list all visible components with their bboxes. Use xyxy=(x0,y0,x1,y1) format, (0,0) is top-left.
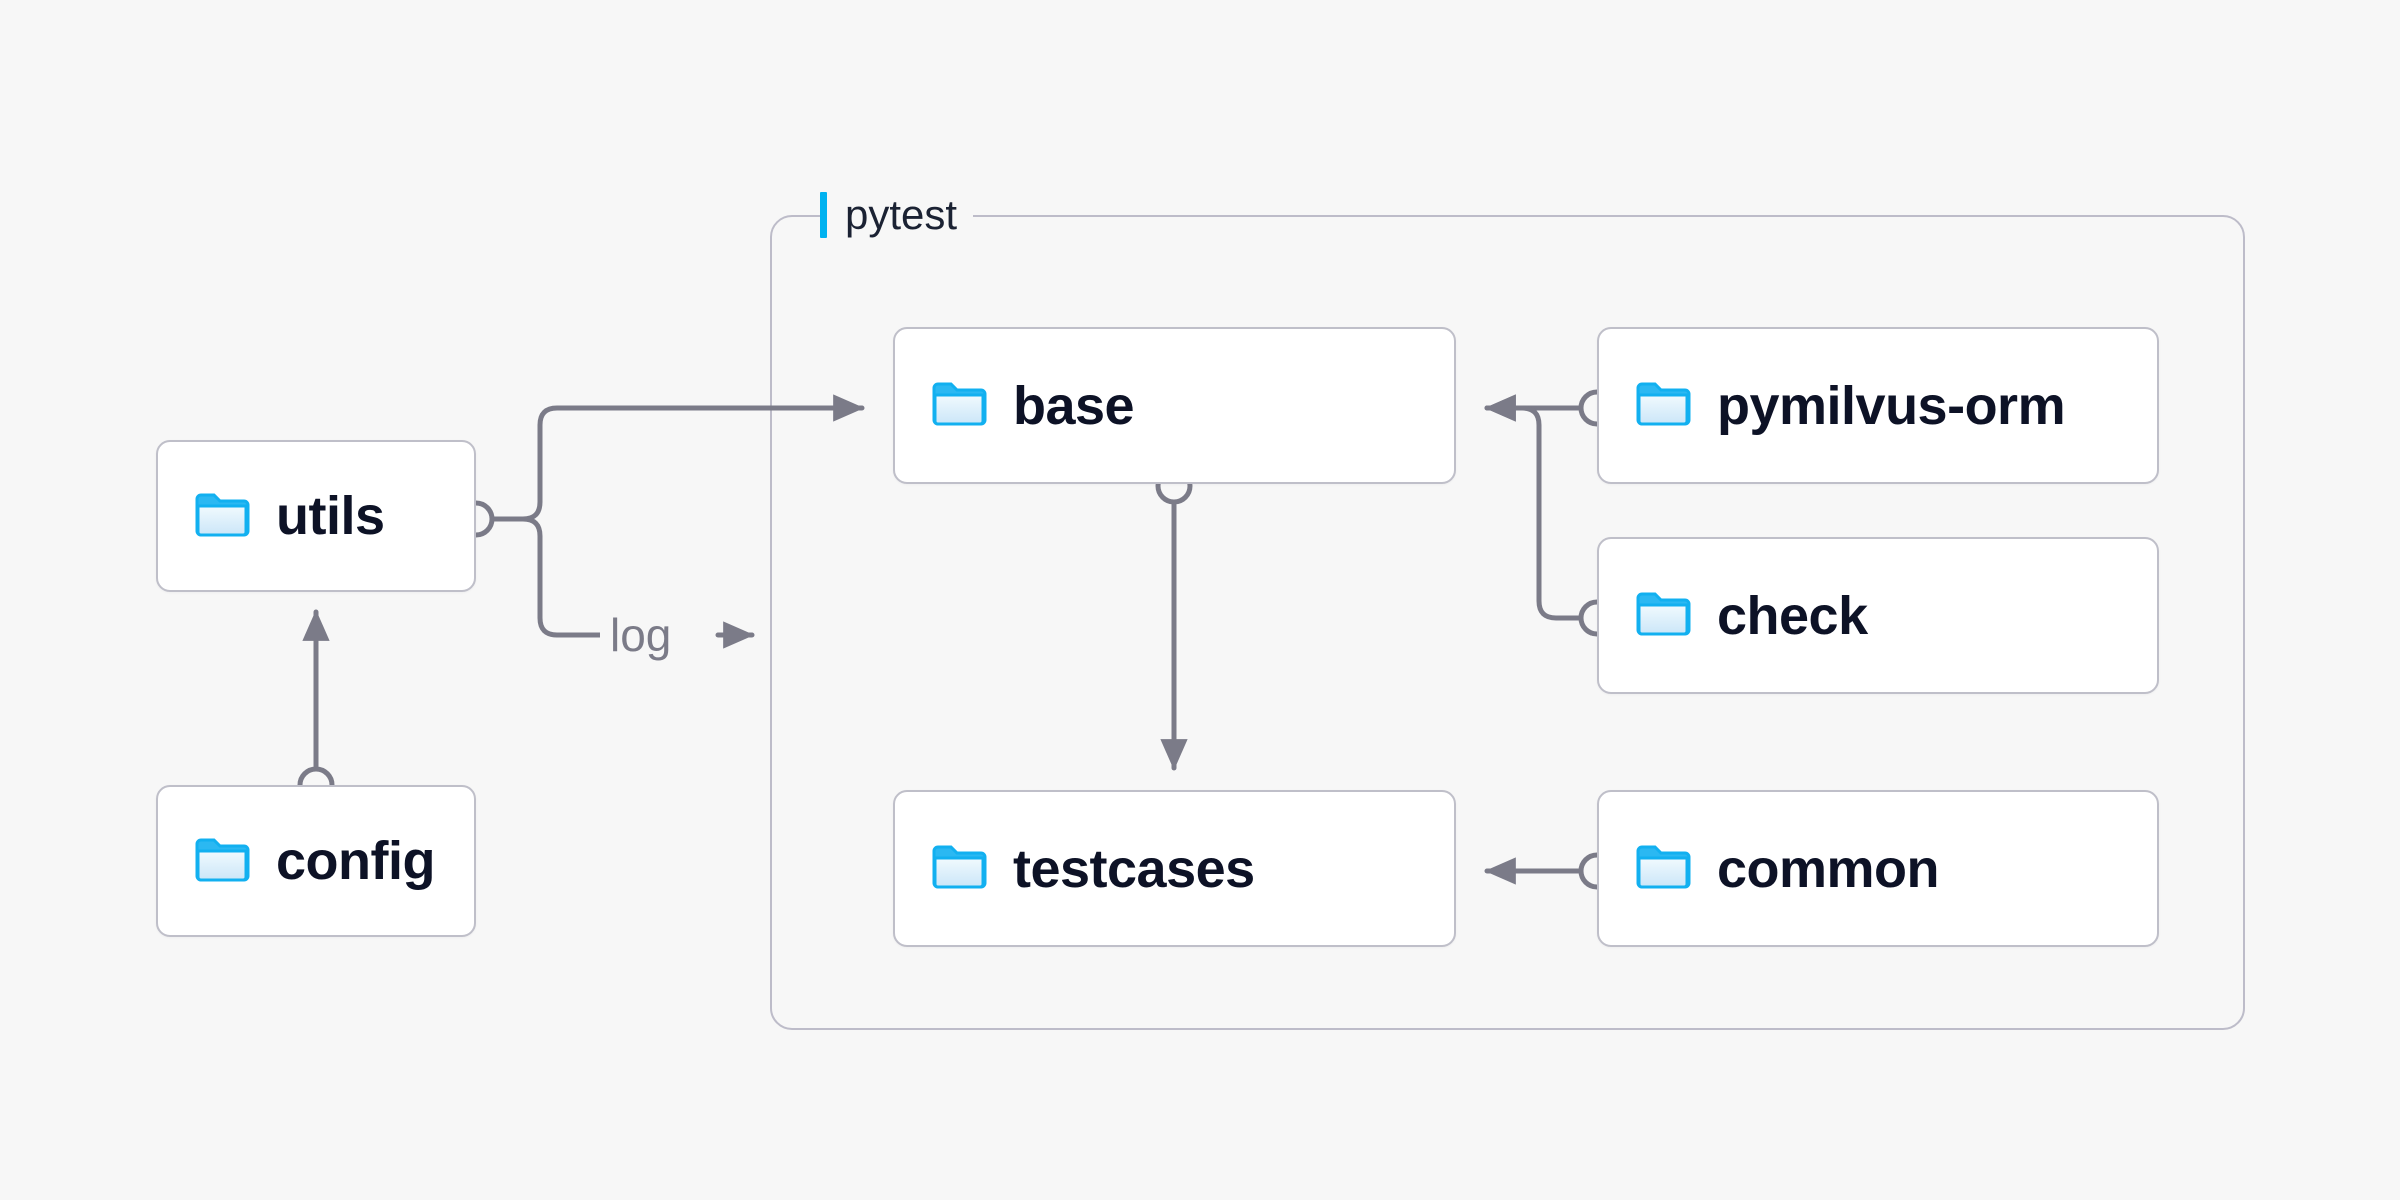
folder-icon xyxy=(194,835,250,888)
group-title: pytest xyxy=(845,191,958,238)
folder-icon xyxy=(1635,379,1691,432)
node-testcases[interactable]: testcases xyxy=(893,790,1456,947)
node-pymilvus-orm[interactable]: pymilvus-orm xyxy=(1597,327,2159,484)
node-label: pymilvus-orm xyxy=(1717,375,2066,436)
node-label: check xyxy=(1717,585,1868,646)
folder-icon xyxy=(931,842,987,895)
folder-icon xyxy=(194,490,250,543)
node-base[interactable]: base xyxy=(893,327,1456,484)
node-label: base xyxy=(1013,375,1135,436)
node-check[interactable]: check xyxy=(1597,537,2159,694)
edge-utils-log xyxy=(491,516,603,638)
edge-check-base xyxy=(1484,394,1583,621)
node-utils[interactable]: utils xyxy=(156,440,476,592)
group-pytest-container[interactable] xyxy=(770,215,2245,1030)
group-accent-bar xyxy=(820,192,827,238)
node-label: common xyxy=(1717,838,1940,899)
group-pytest-header: pytest xyxy=(820,187,974,243)
edge-utils-base xyxy=(491,394,865,522)
folder-icon xyxy=(1635,589,1691,642)
node-label: testcases xyxy=(1013,838,1255,899)
node-common[interactable]: common xyxy=(1597,790,2159,947)
node-label: utils xyxy=(276,486,385,546)
edge-label-log: log xyxy=(600,612,682,658)
folder-icon xyxy=(931,379,987,432)
node-label: config xyxy=(276,831,435,891)
node-config[interactable]: config xyxy=(156,785,476,937)
folder-icon xyxy=(1635,842,1691,895)
